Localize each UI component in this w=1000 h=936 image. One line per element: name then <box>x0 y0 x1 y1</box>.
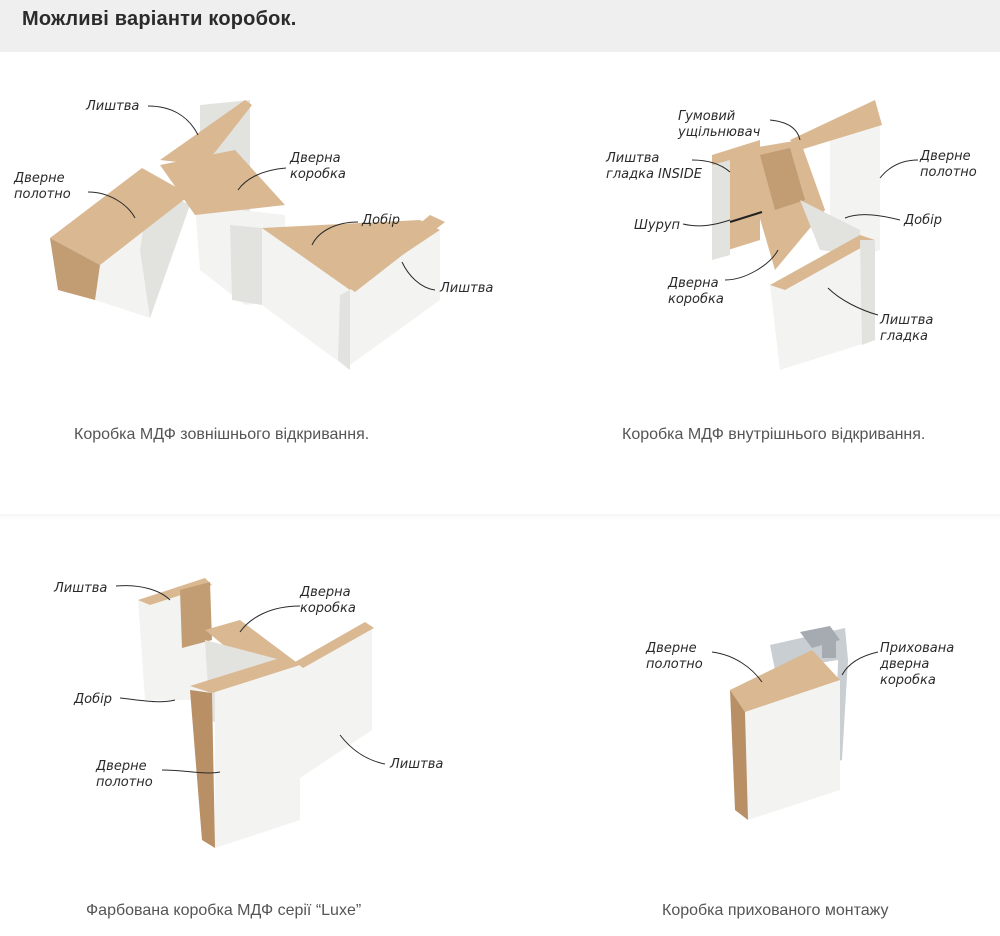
label-trim-smooth-line1: Лиштва <box>879 313 933 328</box>
figure-hidden-frame: Дверне полотно Прихована дверна коробка <box>520 560 1000 860</box>
luxe-frame-illustration <box>138 578 374 848</box>
label-leaf-line2: полотно <box>14 187 71 202</box>
inward-frame-illustration <box>712 100 882 370</box>
label-trim-smooth-line2: гладка <box>880 329 928 344</box>
label-frame-line2: коробка <box>290 167 346 182</box>
label-trim-top: Лиштва <box>53 581 107 596</box>
luxe-frame-callouts: Лиштва Дверна коробка Добір Дверне полот… <box>53 581 443 790</box>
label-leaf-line2: полотно <box>920 165 977 180</box>
label-frame-line1: Дверна <box>667 276 719 291</box>
label-frame-line2: коробка <box>300 601 356 616</box>
caption-hidden-frame: Коробка прихованого монтажу <box>662 902 889 919</box>
label-hidden-line3: коробка <box>880 673 936 688</box>
label-extension: Добір <box>903 213 942 228</box>
label-trim-top: Лиштва <box>85 99 139 114</box>
label-screw: Шуруп <box>634 218 681 233</box>
label-extension: Добір <box>73 692 112 707</box>
label-hidden-line1: Прихована <box>880 641 954 656</box>
caption-outward-frame: Коробка МДФ зовнішнього відкривання. <box>74 426 370 443</box>
label-seal-line1: Гумовий <box>678 109 735 124</box>
label-trim-inside-line2: гладка INSIDE <box>606 167 703 182</box>
label-trim-right: Лиштва <box>389 757 443 772</box>
label-trim-right: Лиштва <box>439 281 493 296</box>
label-leaf-line2: полотно <box>96 775 153 790</box>
label-leaf-line1: Дверне <box>95 759 147 774</box>
label-leaf-line1: Дверне <box>645 641 697 656</box>
label-frame-line1: Дверна <box>289 151 341 166</box>
label-frame-line2: коробка <box>668 292 724 307</box>
section-header: Можливі варіанти коробок. <box>0 0 1000 52</box>
label-trim-inside-line1: Лиштва <box>605 151 659 166</box>
hidden-frame-callouts: Дверне полотно Прихована дверна коробка <box>645 641 954 688</box>
figure-inward-opening-frame: Гумовий ущільнювач Лиштва гладка INSIDE … <box>520 60 1000 390</box>
label-leaf-line1: Дверне <box>919 149 971 164</box>
outward-frame-illustration <box>50 100 445 370</box>
label-leaf-line2: полотно <box>646 657 703 672</box>
page-title: Можливі варіанти коробок. <box>22 8 297 30</box>
figure-outward-opening-frame: Лиштва Дверне полотно Дверна коробка Доб… <box>0 60 520 390</box>
label-hidden-line2: дверна <box>879 657 929 672</box>
hidden-frame-illustration <box>730 626 848 820</box>
caption-luxe-frame: Фарбована коробка МДФ серії “Luxe” <box>86 902 362 919</box>
label-seal-line2: ущільнювач <box>677 125 761 140</box>
label-frame-line1: Дверна <box>299 585 351 600</box>
outward-frame-callouts: Лиштва Дверне полотно Дверна коробка Доб… <box>13 99 493 296</box>
figure-luxe-frame: Лиштва Дверна коробка Добір Дверне полот… <box>0 560 520 860</box>
caption-inward-frame: Коробка МДФ внутрішнього відкривання. <box>622 426 926 443</box>
label-leaf-line1: Дверне <box>13 171 65 186</box>
inward-frame-callouts: Гумовий ущільнювач Лиштва гладка INSIDE … <box>605 109 977 344</box>
section-divider <box>0 514 1000 520</box>
label-extension: Добір <box>361 213 400 228</box>
